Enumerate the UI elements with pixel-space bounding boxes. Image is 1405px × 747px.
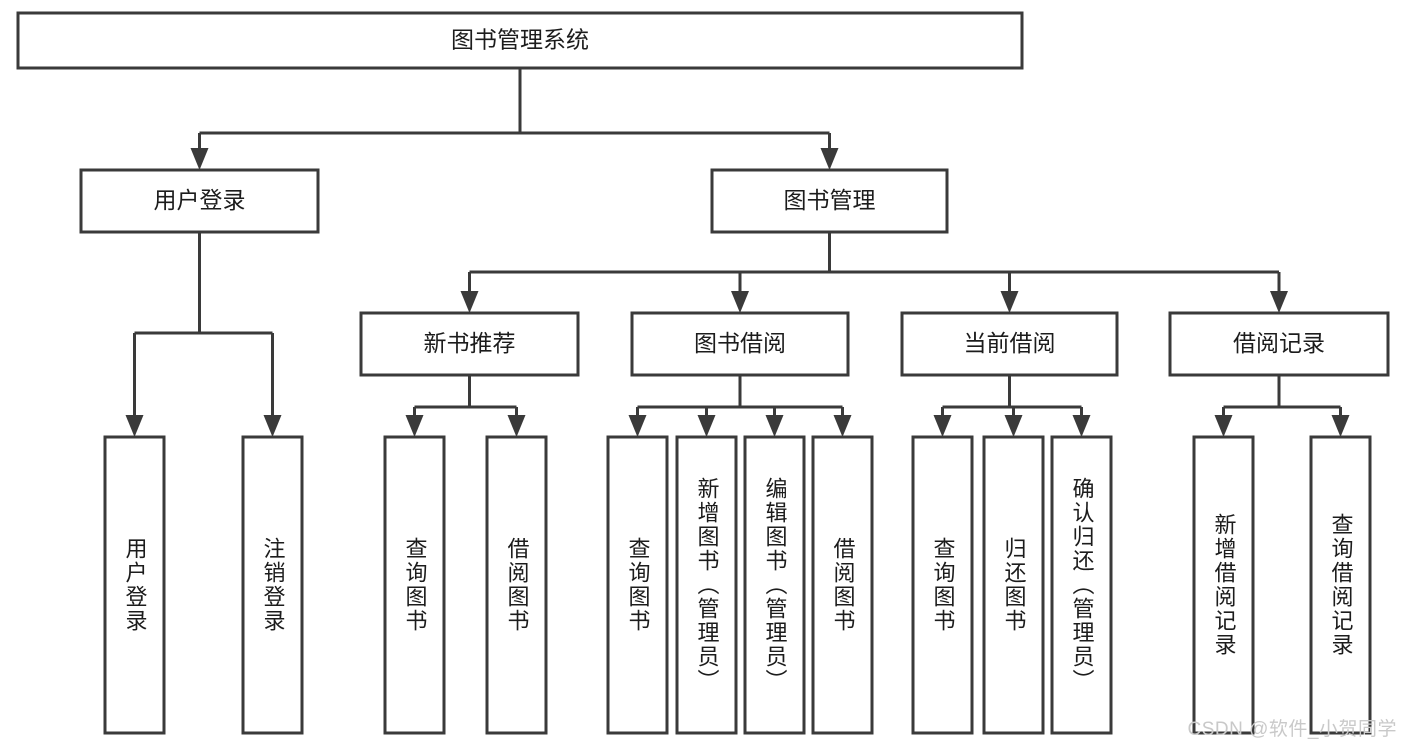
leaf-box-leaf-add-borrow-record[interactable] <box>1192 435 1255 735</box>
leaf-box-leaf-confirm-return-admin[interactable] <box>1050 435 1113 735</box>
arrow-head-icon <box>507 415 526 437</box>
arrow-head-icon <box>1072 415 1091 437</box>
node-box-new-book-recommend[interactable] <box>359 311 580 377</box>
node-label-user-login: 用户登录 <box>154 187 246 213</box>
arrow-head-icon <box>820 148 839 170</box>
leaf-box-leaf-borrow-book[interactable] <box>811 435 874 735</box>
node-label-borrow-record: 借阅记录 <box>1233 330 1325 356</box>
arrow-head-icon <box>628 415 647 437</box>
arrow-head-icon <box>1000 291 1019 313</box>
arrow-head-icon <box>405 415 424 437</box>
leaf-box-leaf-query-book-recommend[interactable] <box>383 435 446 735</box>
node-label-book-management: 图书管理 <box>784 187 876 213</box>
leaf-box-leaf-edit-book-admin[interactable] <box>743 435 806 735</box>
node-box-current-borrow[interactable] <box>900 311 1119 377</box>
leaf-box-leaf-user-logout[interactable] <box>241 435 304 735</box>
node-label-book-borrow: 图书借阅 <box>694 330 786 356</box>
leaf-box-leaf-query-book-borrow[interactable] <box>606 435 669 735</box>
leaf-box-leaf-query-borrow-record[interactable] <box>1309 435 1372 735</box>
arrow-head-icon <box>933 415 952 437</box>
node-box-user-login[interactable] <box>79 168 320 234</box>
leaf-box-leaf-add-book-admin[interactable] <box>675 435 738 735</box>
arrow-head-icon <box>765 415 784 437</box>
node-label-root: 图书管理系统 <box>451 27 589 53</box>
arrow-head-icon <box>263 415 282 437</box>
arrow-head-icon <box>731 291 749 313</box>
node-box-borrow-record[interactable] <box>1168 311 1390 377</box>
csdn-watermark: CSDN @软件_小贺同学 <box>1187 719 1397 740</box>
node-label-current-borrow: 当前借阅 <box>964 330 1056 356</box>
node-box-root[interactable] <box>16 11 1024 70</box>
arrow-head-icon <box>1331 415 1350 437</box>
node-box-book-management[interactable] <box>710 168 949 234</box>
arrow-head-icon <box>1214 415 1233 437</box>
node-box-book-borrow[interactable] <box>630 311 850 377</box>
connector-layer <box>125 68 1350 437</box>
arrow-head-icon <box>1004 415 1023 437</box>
arrow-head-icon <box>833 415 852 437</box>
arrow-head-icon <box>460 291 479 313</box>
leaf-box-leaf-user-login[interactable] <box>103 435 166 735</box>
arrow-head-icon <box>697 415 716 437</box>
leaf-box-leaf-return-book[interactable] <box>982 435 1045 735</box>
node-label-new-book-recommend: 新书推荐 <box>424 330 516 356</box>
leaf-box-leaf-borrow-book-recommend[interactable] <box>485 435 548 735</box>
arrow-head-icon <box>125 415 144 437</box>
node-box-layer <box>16 11 1390 735</box>
arrow-head-icon <box>1270 291 1288 313</box>
leaf-box-leaf-query-book-current[interactable] <box>911 435 974 735</box>
arrow-head-icon <box>190 148 209 170</box>
